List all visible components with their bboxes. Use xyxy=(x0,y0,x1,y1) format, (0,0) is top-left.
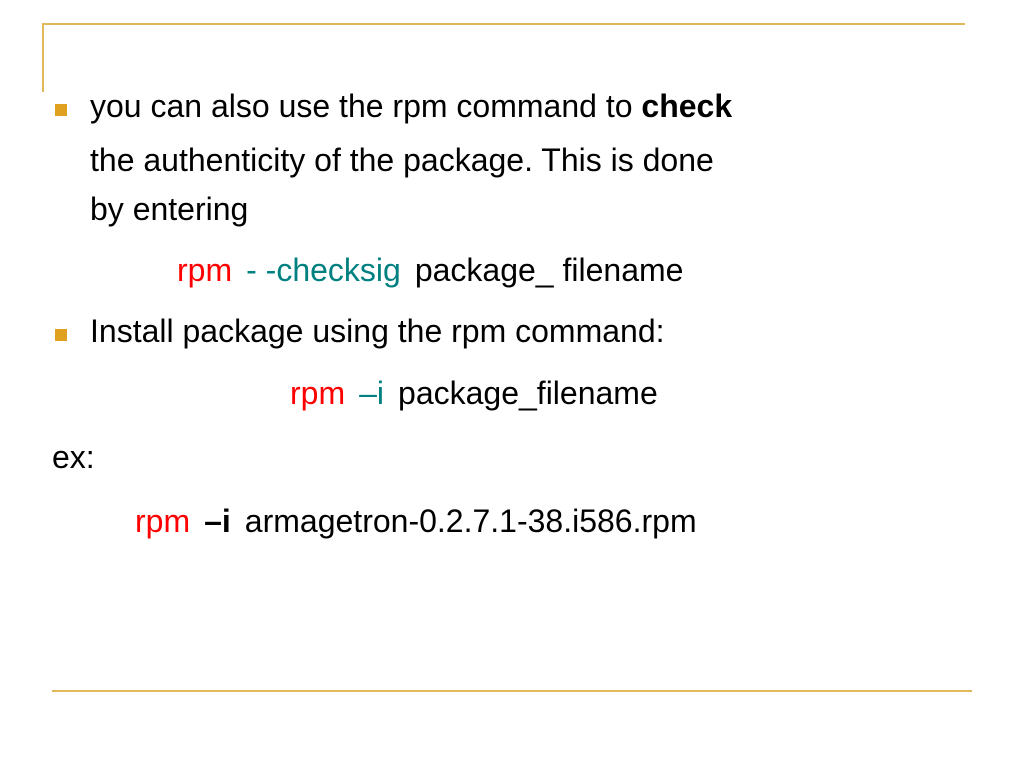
example-cmd: rpm xyxy=(135,503,191,539)
checksig-flag: - -checksig xyxy=(246,252,401,288)
checksig-arg: package_ filename xyxy=(414,252,684,288)
example-arg: armagetron-0.2.7.1-38.i586.rpm xyxy=(244,503,697,539)
bullet-square-icon xyxy=(55,329,67,341)
bullet-1-line-2: the authenticity of the package. This is… xyxy=(90,142,714,178)
frame-top-border xyxy=(42,23,965,25)
frame-left-border xyxy=(42,23,44,92)
example-flag: –i xyxy=(204,503,231,539)
install-arg: package_filename xyxy=(398,375,658,411)
install-flag: –i xyxy=(359,375,385,411)
example-label: ex: xyxy=(52,439,95,475)
install-cmd: rpm xyxy=(290,375,346,411)
bullet-2-line-1: Install package using the rpm command: xyxy=(90,313,665,349)
frame-bottom-border xyxy=(52,690,972,692)
bullet-1-text: you can also use the rpm command to xyxy=(90,88,642,124)
bullet-1-line-1: you can also use the rpm command to chec… xyxy=(90,87,732,125)
example-command-line: rpm –i armagetron-0.2.7.1-38.i586.rpm xyxy=(135,502,697,540)
bullet-square-icon xyxy=(55,104,67,116)
bullet-1-line-3: by entering xyxy=(90,191,249,227)
checksig-command-line: rpm - -checksig package_ filename xyxy=(177,251,683,289)
install-command-line: rpm –i package_filename xyxy=(290,374,658,412)
bullet-1-bold-word: check xyxy=(641,88,733,124)
checksig-cmd: rpm xyxy=(177,252,233,288)
